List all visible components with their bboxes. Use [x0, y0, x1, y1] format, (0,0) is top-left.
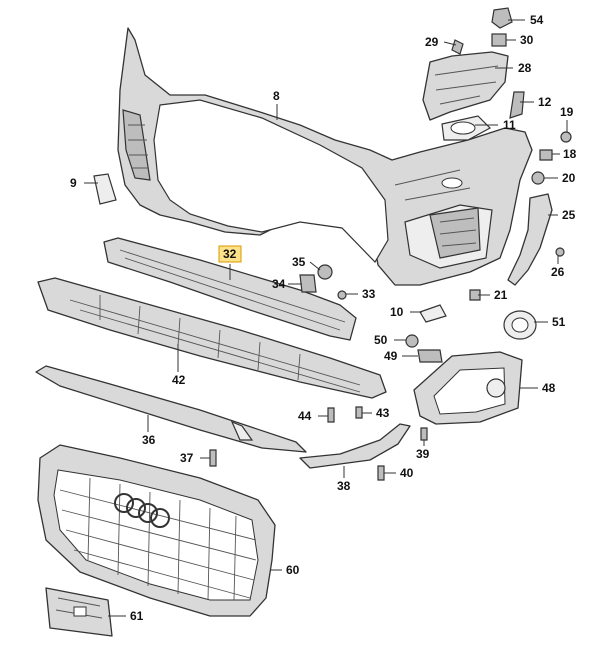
clip-21: [469, 289, 481, 301]
sensor-holder-11: [441, 115, 491, 141]
callout-50: 50: [374, 333, 388, 347]
bracket-12: [509, 91, 525, 119]
callout-8: 8: [273, 89, 280, 103]
callout-60: 60: [286, 563, 300, 577]
callouts: 54 29 30 28 8 12 19 11 18 9 20 25 32 35 …: [70, 13, 577, 623]
callout-29: 29: [425, 35, 439, 49]
bumper-cover: [117, 27, 533, 286]
callout-44: 44: [298, 409, 312, 423]
callout-11: 11: [503, 118, 516, 132]
screw-39: [420, 427, 428, 441]
plate-bracket-61: [45, 587, 113, 637]
screw-44: [327, 407, 335, 423]
clip-50: [405, 334, 419, 348]
callout-21: 21: [494, 288, 508, 302]
callout-39: 39: [416, 447, 430, 461]
audi-rings: [114, 493, 170, 528]
leader-lines: [84, 19, 568, 617]
callout-61: 61: [130, 609, 144, 623]
callout-35: 35: [292, 255, 306, 269]
callout-10: 10: [390, 305, 404, 319]
screw-33: [337, 290, 347, 300]
callout-40: 40: [400, 466, 414, 480]
trim-38: [299, 423, 411, 469]
sensor-49: [417, 349, 443, 363]
callout-38: 38: [337, 479, 351, 493]
fog-frame-48: [413, 351, 523, 425]
callout-12: 12: [538, 95, 552, 109]
cover-51: [503, 310, 537, 340]
bracket-25: [507, 193, 553, 286]
part-35: [317, 264, 333, 280]
lower-grille-42: [37, 277, 387, 399]
callout-33: 33: [362, 287, 376, 301]
callout-48: 48: [542, 381, 556, 395]
screw-37: [209, 449, 217, 467]
callout-36: 36: [142, 433, 156, 447]
clip-20: [531, 171, 545, 185]
callout-19: 19: [560, 105, 574, 119]
callout-34: 34: [272, 277, 286, 291]
bracket-28: [422, 7, 513, 121]
screw-43: [355, 406, 363, 419]
callout-9: 9: [70, 176, 77, 190]
callout-30: 30: [520, 33, 534, 47]
callout-42: 42: [172, 373, 186, 387]
callout-32: 32: [223, 247, 237, 261]
callout-20: 20: [562, 171, 576, 185]
callout-37: 37: [180, 451, 194, 465]
screw-40: [377, 465, 385, 481]
spoiler-36: [35, 365, 307, 453]
callout-25: 25: [562, 208, 576, 222]
reinforcement-32: [103, 237, 357, 341]
callout-54: 54: [530, 13, 544, 27]
callout-51: 51: [552, 315, 566, 329]
trim-36-end: [230, 420, 254, 441]
callout-49: 49: [384, 349, 398, 363]
screw-26: [555, 247, 565, 257]
clip-18: [539, 149, 553, 161]
callout-26: 26: [551, 265, 565, 279]
callout-18: 18: [563, 147, 577, 161]
callout-43: 43: [376, 406, 390, 420]
radiator-grille-60: [37, 444, 276, 617]
part-34: [299, 274, 317, 293]
callout-28: 28: [518, 61, 532, 75]
callout-32-highlight: [218, 245, 242, 263]
screw-19: [560, 131, 572, 143]
trim-10: [419, 304, 447, 323]
cover-9: [93, 173, 117, 205]
